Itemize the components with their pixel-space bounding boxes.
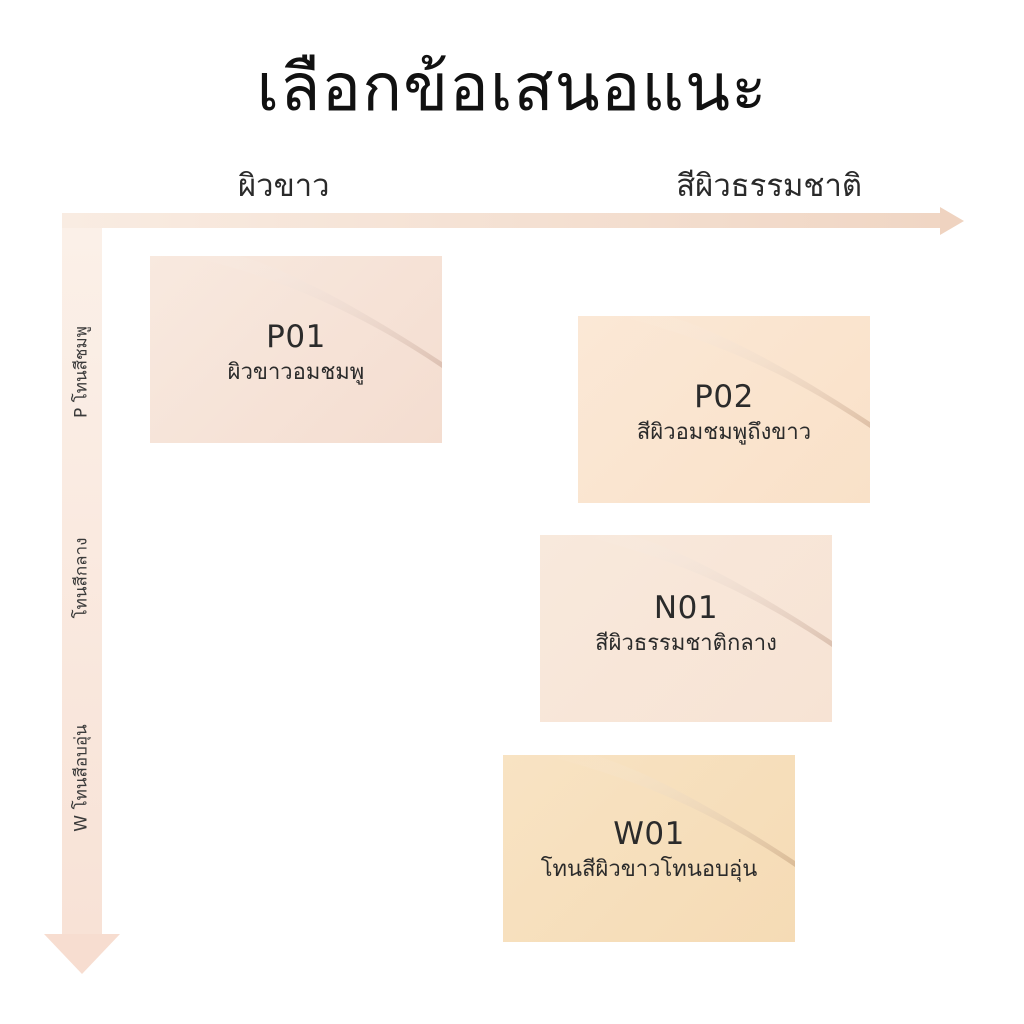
page-title: เลือกข้อเสนอแนะ [256, 49, 768, 126]
swatch-name: โทนสีผิวขาวโทนอบอุ่น [540, 857, 758, 882]
swatch-name: ผิวขาวอมชมพู [227, 360, 365, 385]
sheen-highlight-icon [580, 535, 832, 647]
swatch-card-n01: N01 สีผิวธรรมชาติกลาง [540, 535, 832, 722]
horizontal-arrow-head-icon [940, 207, 964, 235]
swatch-code: N01 [653, 590, 719, 626]
axis-label-fair: ผิวขาว [238, 168, 330, 204]
axis-label-neutral-tone: โทนสีกลาง [71, 537, 92, 619]
swatch-code: P01 [266, 319, 326, 355]
vertical-arrow-head-icon [44, 934, 120, 974]
axis-label-natural: สีผิวธรรมชาติ [676, 168, 862, 204]
swatch-name: สีผิวธรรมชาติกลาง [595, 631, 777, 656]
swatch-card-p01: P01 ผิวขาวอมชมพู [150, 256, 442, 443]
swatch-name: สีผิวอมชมพูถึงขาว [636, 420, 812, 445]
swatch-card-p02: P02 สีผิวอมชมพูถึงขาว [578, 316, 870, 503]
axis-label-warm-tone: W โทนสีอบอุ่น [71, 724, 92, 832]
axis-label-pink-tone: P โทนสีชมพู [71, 326, 92, 418]
swatch-code: W01 [613, 816, 685, 852]
swatch-code: P02 [694, 379, 754, 415]
vertical-axis-arrow [62, 228, 102, 936]
horizontal-axis-arrow [62, 213, 942, 228]
swatch-card-w01: W01 โทนสีผิวขาวโทนอบอุ่น [503, 755, 795, 942]
